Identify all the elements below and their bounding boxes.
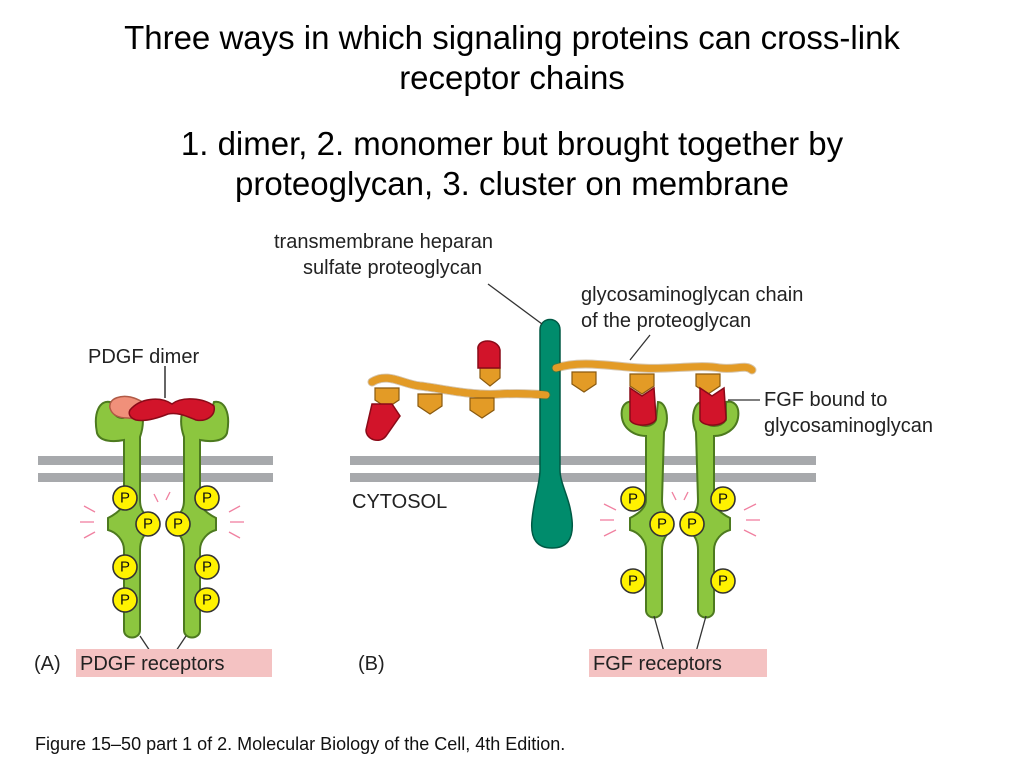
gag-chain-label-line-2: of the proteoglycan — [581, 310, 751, 332]
proteoglycan-leader — [487, 283, 543, 325]
pdgf-receptors-label: PDGF receptors — [80, 653, 224, 675]
slide-subtitle-line-2: proteoglycan, 3. cluster on membrane — [235, 165, 789, 202]
pdgf-dimer-label: PDGF dimer — [88, 346, 199, 368]
phosphate-label: P — [143, 516, 153, 533]
phosphate-label: P — [173, 516, 183, 533]
gag-chain-right — [552, 360, 756, 374]
fgf-receptor-leader-right — [695, 615, 707, 653]
slide-subtitle-line-1: 1. dimer, 2. monomer but brought togethe… — [180, 125, 844, 162]
phosphate-label: P — [120, 559, 130, 576]
phosphate-label: P — [628, 491, 638, 508]
slide-subtitle: 1. dimer, 2. monomer but brought togethe… — [0, 124, 1024, 204]
fgf-receptor-left — [620, 400, 673, 619]
activation-rays-a — [80, 491, 244, 539]
phosphate-label: P — [120, 592, 130, 609]
gag-binding-sites — [374, 367, 721, 419]
gag-chain-label-line-1: glycosaminoglycan chain — [581, 284, 803, 306]
fgf-receptors-label-bg — [589, 649, 767, 677]
figure-caption: Figure 15–50 part 1 of 2. Molecular Biol… — [35, 734, 566, 754]
gag-chain-leader — [629, 334, 651, 361]
transmembrane-proteoglycan-core — [530, 318, 574, 549]
phosphate-label: P — [120, 490, 130, 507]
panel-a-marker: (A) — [34, 653, 61, 675]
membrane-b — [350, 456, 816, 482]
fgf-ligand-free — [365, 340, 501, 441]
phosphate-label: P — [657, 516, 667, 533]
tm-heparan-label-line-1: transmembrane heparan — [274, 231, 493, 253]
fgf-bound-label-line-2: glycosaminoglycan — [764, 415, 933, 437]
fgf-receptors-label: FGF receptors — [593, 653, 722, 675]
phosphate-labels-b: P P P P P P — [628, 491, 728, 590]
cytosol-label: CYTOSOL — [352, 491, 447, 513]
slide-title: Three ways in which signaling proteins c… — [0, 18, 1024, 98]
fgf-bound-label-line-1: FGF bound to — [764, 389, 887, 411]
phosphate-labels-a: P P P P P P P P — [120, 490, 212, 609]
fgf-bound-ligands — [629, 386, 727, 426]
pdgf-dimer-ligand — [109, 395, 215, 422]
slide-title-line-2: receptor chains — [399, 59, 625, 96]
slide-title-line-1: Three ways in which signaling proteins c… — [124, 19, 900, 56]
fgf-receptor-leader-left — [653, 615, 665, 653]
phosphate-label: P — [202, 592, 212, 609]
phosphate-label: P — [718, 573, 728, 590]
phosphate-label: P — [687, 516, 697, 533]
phosphate-label: P — [202, 559, 212, 576]
pdgf-receptors-label-bg — [76, 649, 272, 677]
panel-b-marker: (B) — [358, 653, 385, 675]
membrane-a — [38, 456, 273, 482]
phosphate-label: P — [718, 491, 728, 508]
phosphate-label: P — [202, 490, 212, 507]
activation-rays-b — [600, 491, 760, 537]
tm-heparan-label-line-2: sulfate proteoglycan — [303, 257, 482, 279]
phosphate-label: P — [628, 573, 638, 590]
